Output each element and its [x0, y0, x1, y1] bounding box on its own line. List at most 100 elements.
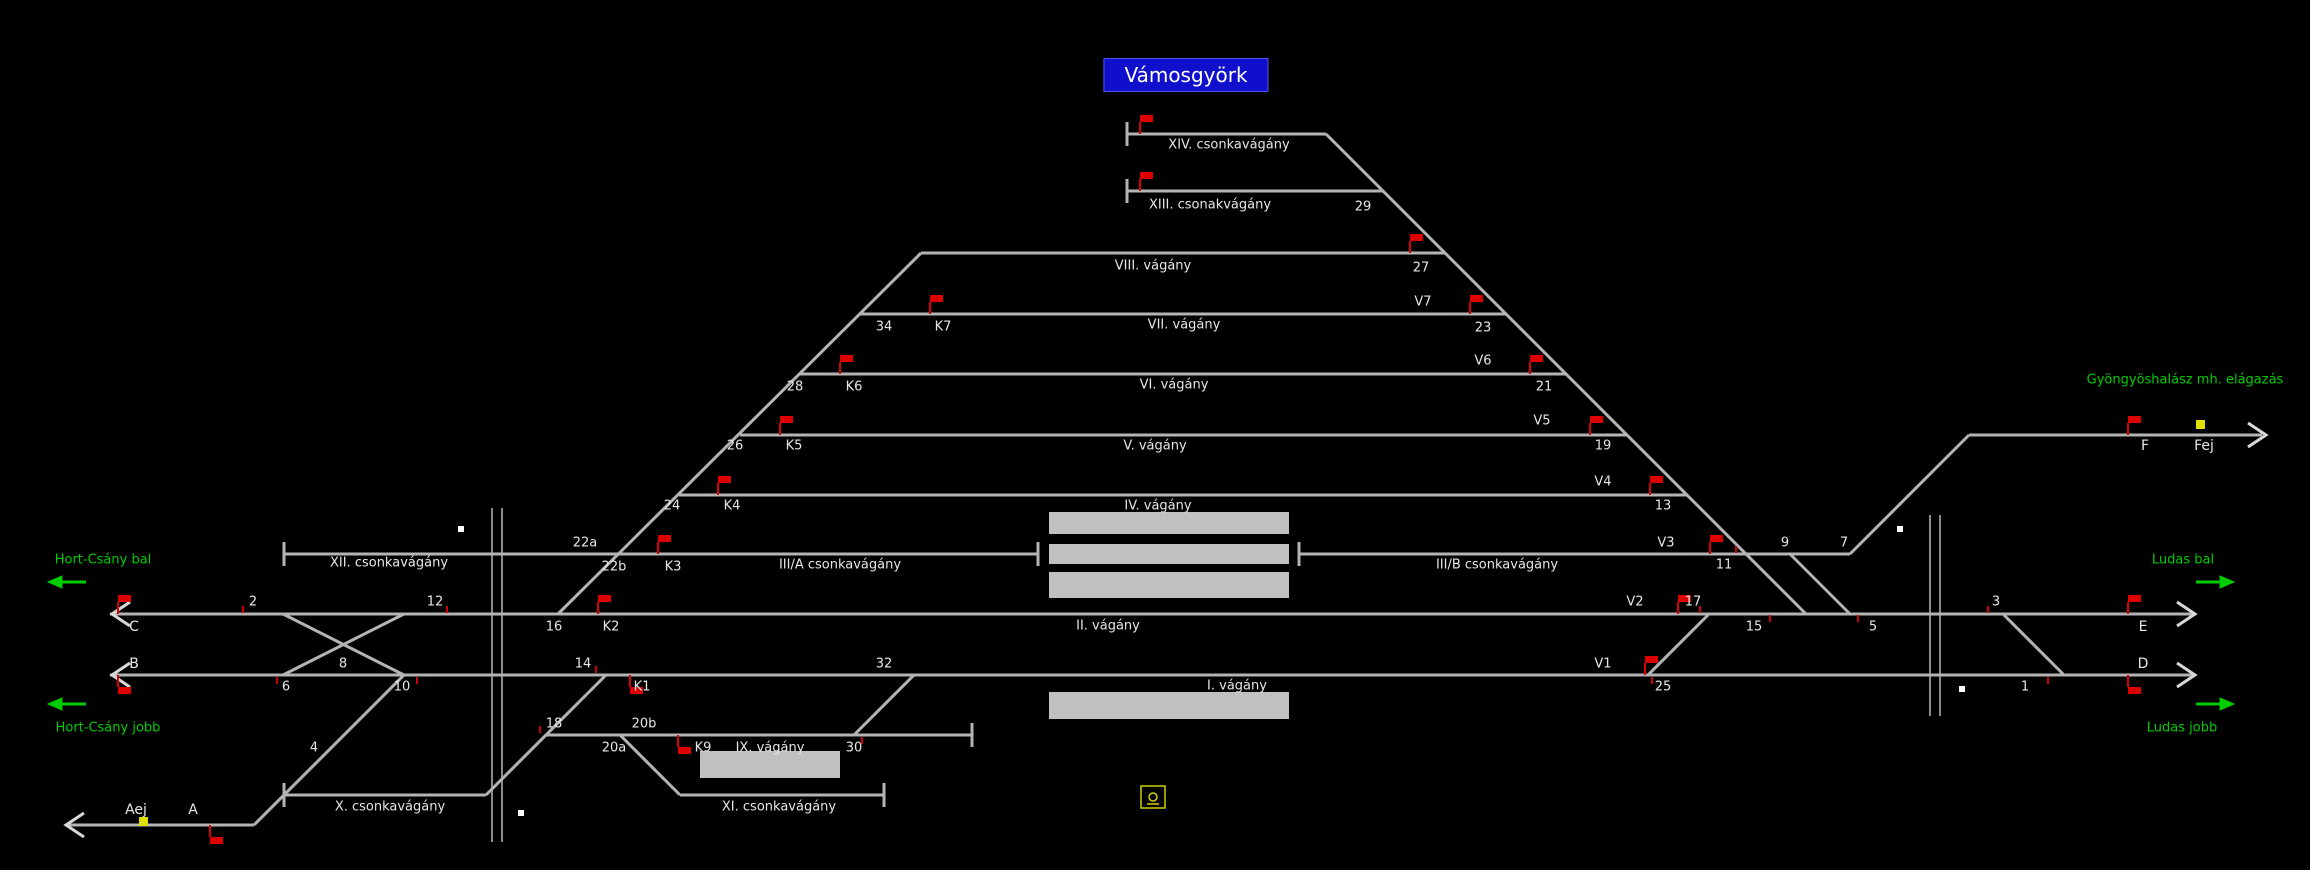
signal-a-icon[interactable] — [209, 825, 223, 844]
switch-4-label[interactable]: 4 — [309, 740, 319, 756]
switch-24-label[interactable]: 24 — [663, 498, 681, 514]
switch-18-label[interactable]: 18 — [545, 716, 563, 732]
signal-v1-icon[interactable] — [1644, 656, 1658, 675]
signal-v2-label[interactable]: V2 — [1626, 594, 1644, 610]
switch-27-label[interactable]: 27 — [1412, 260, 1430, 276]
track-label-v: V. vágány — [1123, 438, 1187, 454]
signal-c-icon[interactable] — [117, 595, 131, 614]
switch-16-label[interactable]: 16 — [545, 619, 563, 635]
signal-k3-icon[interactable] — [657, 535, 671, 554]
switch-21-label[interactable]: 21 — [1535, 379, 1553, 395]
signal-fej-icon[interactable] — [2196, 420, 2205, 429]
signal-k7-icon[interactable] — [929, 295, 943, 314]
switch-22b-label[interactable]: 22b — [601, 559, 627, 575]
signal-k4-label[interactable]: K4 — [723, 498, 741, 514]
signal-k1-label[interactable]: K1 — [633, 679, 651, 695]
switch-14-label[interactable]: 14 — [574, 656, 592, 672]
switch-28-label[interactable]: 28 — [786, 379, 804, 395]
switch-34-label[interactable]: 34 — [875, 319, 893, 335]
signal-e-icon[interactable] — [2127, 595, 2141, 614]
signal-k6-label[interactable]: K6 — [845, 379, 863, 395]
platform — [1049, 692, 1289, 719]
local-control-icon[interactable] — [1140, 785, 1166, 809]
signal-v2-icon[interactable] — [1677, 595, 1691, 614]
track-label-vi: VI. vágány — [1139, 377, 1209, 393]
switch-30-label[interactable]: 30 — [845, 740, 863, 756]
signal-b-icon[interactable] — [117, 675, 131, 694]
signal-track8-icon[interactable] — [1409, 234, 1423, 253]
platform — [700, 751, 840, 778]
direction-arrow-right-icon — [2196, 697, 2236, 711]
switch-15-label[interactable]: 15 — [1745, 619, 1763, 635]
signal-f-icon[interactable] — [2127, 416, 2141, 435]
switch-7-label[interactable]: 7 — [1839, 535, 1849, 551]
signal-v5-icon[interactable] — [1589, 416, 1603, 435]
signal-k2-icon[interactable] — [597, 595, 611, 614]
platforms — [700, 512, 1289, 778]
signal-fej-label[interactable]: Fej — [2194, 438, 2214, 454]
switch-17-label[interactable]: 17 — [1684, 594, 1702, 610]
switch-13-label[interactable]: 13 — [1654, 498, 1672, 514]
switch-1-label[interactable]: 1 — [2020, 679, 2030, 695]
switch-6-label[interactable]: 6 — [281, 679, 291, 695]
signal-c-label[interactable]: C — [129, 619, 139, 635]
switch-11-label[interactable]: 11 — [1715, 557, 1733, 573]
switch-22a-label[interactable]: 22a — [572, 535, 598, 551]
direction-arrow-left-icon — [46, 697, 86, 711]
signal-b-label[interactable]: B — [129, 656, 139, 672]
signal-track14-icon[interactable] — [1139, 115, 1153, 134]
signal-v5-label[interactable]: V5 — [1533, 413, 1551, 429]
signal-e-label[interactable]: E — [2138, 619, 2148, 635]
signal-d-label[interactable]: D — [2137, 656, 2149, 672]
switch-25-label[interactable]: 25 — [1654, 679, 1672, 695]
switch-20b-label[interactable]: 20b — [631, 716, 657, 732]
switch-26-label[interactable]: 26 — [726, 438, 744, 454]
switch-20a-label[interactable]: 20a — [601, 740, 627, 756]
signal-k7-label[interactable]: K7 — [934, 319, 952, 335]
signal-v3-icon[interactable] — [1709, 535, 1723, 554]
signal-k5-icon[interactable] — [779, 416, 793, 435]
track-label-x: X. csonkavágány — [334, 799, 446, 815]
signal-k1-icon[interactable] — [629, 675, 643, 694]
track-label-ii: II. vágány — [1076, 618, 1140, 634]
signal-v4-icon[interactable] — [1649, 476, 1663, 495]
direction-arrow-left-icon — [46, 575, 86, 589]
signal-k2-label[interactable]: K2 — [602, 619, 620, 635]
signal-k9-label[interactable]: K9 — [694, 740, 712, 756]
signal-k6-icon[interactable] — [839, 355, 853, 374]
signal-aej-label[interactable]: Aej — [125, 802, 147, 818]
switch-8-label[interactable]: 8 — [338, 656, 348, 672]
signal-k9-icon[interactable] — [677, 735, 691, 754]
switch-23-label[interactable]: 23 — [1474, 320, 1492, 336]
signal-track13-icon[interactable] — [1139, 172, 1153, 191]
signal-f-label[interactable]: F — [2140, 438, 2150, 454]
switch-5-label[interactable]: 5 — [1868, 619, 1878, 635]
signal-v4-label[interactable]: V4 — [1594, 474, 1612, 490]
approach-gyongyoshalasz: Gyöngyöshalász mh. elágazás — [2086, 372, 2284, 388]
indicator-dot — [1897, 526, 1903, 532]
signal-v3-label[interactable]: V3 — [1657, 535, 1675, 551]
switch-32-label[interactable]: 32 — [875, 656, 893, 672]
signal-v7-label[interactable]: V7 — [1414, 294, 1432, 310]
signal-v1-label[interactable]: V1 — [1594, 656, 1612, 672]
signal-aej-icon[interactable] — [139, 817, 148, 826]
signal-v7-icon[interactable] — [1469, 295, 1483, 314]
approach-ludas-bal: Ludas bal — [2151, 552, 2215, 568]
switch-10-label[interactable]: 10 — [393, 679, 411, 695]
switch-19-label[interactable]: 19 — [1594, 438, 1612, 454]
signal-k3-label[interactable]: K3 — [664, 559, 682, 575]
switch-9-label[interactable]: 9 — [1780, 535, 1790, 551]
signal-k5-label[interactable]: K5 — [785, 438, 803, 454]
signal-d-icon[interactable] — [2127, 675, 2141, 694]
line-end-arrow-icon — [63, 421, 2269, 839]
signal-v6-label[interactable]: V6 — [1474, 353, 1492, 369]
signal-v6-icon[interactable] — [1529, 355, 1543, 374]
switch-12-label[interactable]: 12 — [426, 594, 444, 610]
switch-29-label[interactable]: 29 — [1354, 199, 1372, 215]
switch-2-label[interactable]: 2 — [248, 594, 258, 610]
switch-3-label[interactable]: 3 — [1991, 594, 2001, 610]
track-lines[interactable] — [66, 122, 2262, 827]
signal-a-label[interactable]: A — [188, 802, 198, 818]
signal-k4-icon[interactable] — [717, 476, 731, 495]
